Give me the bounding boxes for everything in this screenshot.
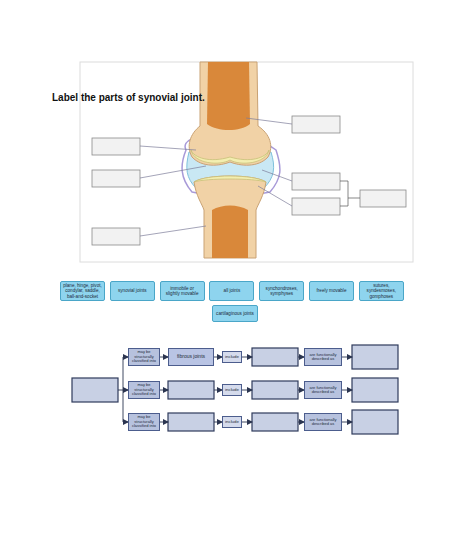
leader-line bbox=[140, 226, 206, 236]
relation-box: include bbox=[222, 384, 242, 396]
answer-box bbox=[168, 381, 214, 399]
word-bank-chip: all joints bbox=[209, 281, 254, 301]
box-text: fibrous joints bbox=[177, 354, 205, 360]
word-bank-chip: sutures, syndesmoses, gomphoses bbox=[359, 281, 404, 301]
answer-boxes bbox=[92, 116, 406, 245]
box-text: include bbox=[225, 355, 239, 360]
answer-box bbox=[92, 170, 140, 187]
word-bank-chip: freely movable bbox=[309, 281, 354, 301]
arrow bbox=[342, 357, 352, 358]
upper-bone bbox=[189, 62, 271, 165]
leader-lines bbox=[140, 118, 360, 236]
word-bank-chip: cartilaginous joints bbox=[212, 305, 258, 322]
relation-box: include bbox=[222, 416, 242, 428]
box-text: immobile or slightly movable bbox=[163, 286, 202, 297]
arrow bbox=[242, 357, 252, 358]
connector-arrow bbox=[160, 357, 168, 358]
word-bank-chip: plane, hinge, pivot, condylar, saddle, b… bbox=[60, 281, 105, 301]
box-text: are functionally described as bbox=[306, 386, 340, 395]
marrow bbox=[212, 206, 248, 259]
box-text: may be structurally classified into bbox=[130, 383, 158, 396]
answer-box bbox=[360, 190, 406, 207]
box-text: include bbox=[225, 388, 239, 393]
answer-box bbox=[352, 345, 398, 369]
leader-line bbox=[262, 170, 292, 181]
answer-box bbox=[352, 378, 398, 402]
box-text: may be structurally classified into bbox=[130, 350, 158, 363]
answer-box bbox=[292, 173, 340, 190]
box-text: plane, hinge, pivot, condylar, saddle, b… bbox=[63, 283, 102, 299]
title: Label the parts of synovial joint. bbox=[52, 92, 205, 103]
answer-box bbox=[92, 228, 140, 245]
relation-box: may be structurally classified into bbox=[128, 348, 160, 366]
relation-box: include bbox=[222, 351, 242, 363]
answer-box bbox=[352, 410, 398, 434]
word-bank-chip: synovial joints bbox=[110, 281, 155, 301]
box-text: include bbox=[225, 420, 239, 425]
arrow bbox=[342, 390, 352, 391]
box-text: synovial joints bbox=[118, 288, 147, 293]
answer-box bbox=[252, 413, 298, 431]
arrow bbox=[160, 422, 168, 423]
relation-box: may be structurally classified into bbox=[128, 413, 160, 431]
arrow bbox=[160, 390, 168, 391]
concept-map-boxes bbox=[72, 345, 398, 434]
arrow bbox=[242, 390, 252, 391]
relation-box: may be structurally classified into bbox=[128, 381, 160, 399]
box-text: all joints bbox=[224, 288, 241, 293]
relation-box: are functionally described as bbox=[304, 381, 342, 399]
leader-line bbox=[246, 118, 292, 124]
box-text: are functionally described as bbox=[306, 353, 340, 362]
answer-box bbox=[252, 381, 298, 399]
relation-box: are functionally described as bbox=[304, 413, 342, 431]
relation-box: are functionally described as bbox=[304, 348, 342, 366]
answer-box bbox=[168, 413, 214, 431]
word-bank-chip: immobile or slightly movable bbox=[160, 281, 205, 301]
box-text: freely movable bbox=[317, 288, 347, 293]
box-text: are functionally described as bbox=[306, 418, 340, 427]
arrow bbox=[214, 390, 222, 391]
answer-box bbox=[92, 138, 140, 155]
branch-line bbox=[118, 357, 123, 422]
marrow bbox=[207, 62, 250, 130]
connector-arrow bbox=[214, 357, 222, 358]
bracket bbox=[340, 181, 360, 206]
lower-bone bbox=[194, 176, 266, 258]
leader-line bbox=[140, 166, 206, 178]
box-text: cartilaginous joints bbox=[216, 311, 254, 316]
word-bank-chip: synchondroses, symphyses bbox=[259, 281, 304, 301]
category-box: fibrous joints bbox=[168, 348, 214, 366]
answer-box bbox=[72, 378, 118, 402]
answer-box bbox=[252, 348, 298, 366]
box-text: may be structurally classified into bbox=[130, 415, 158, 428]
answer-box bbox=[292, 116, 340, 133]
leader-line bbox=[258, 186, 292, 206]
leader-line bbox=[140, 146, 196, 150]
box-text: synchondroses, symphyses bbox=[262, 286, 301, 297]
arrow bbox=[214, 422, 222, 423]
joint-illustration bbox=[182, 62, 280, 258]
arrow bbox=[342, 422, 352, 423]
articular-cartilage bbox=[191, 150, 269, 163]
box-text: sutures, syndesmoses, gomphoses bbox=[362, 283, 401, 299]
answer-box bbox=[292, 198, 340, 215]
arrow bbox=[242, 422, 252, 423]
articular-cartilage bbox=[194, 176, 266, 182]
